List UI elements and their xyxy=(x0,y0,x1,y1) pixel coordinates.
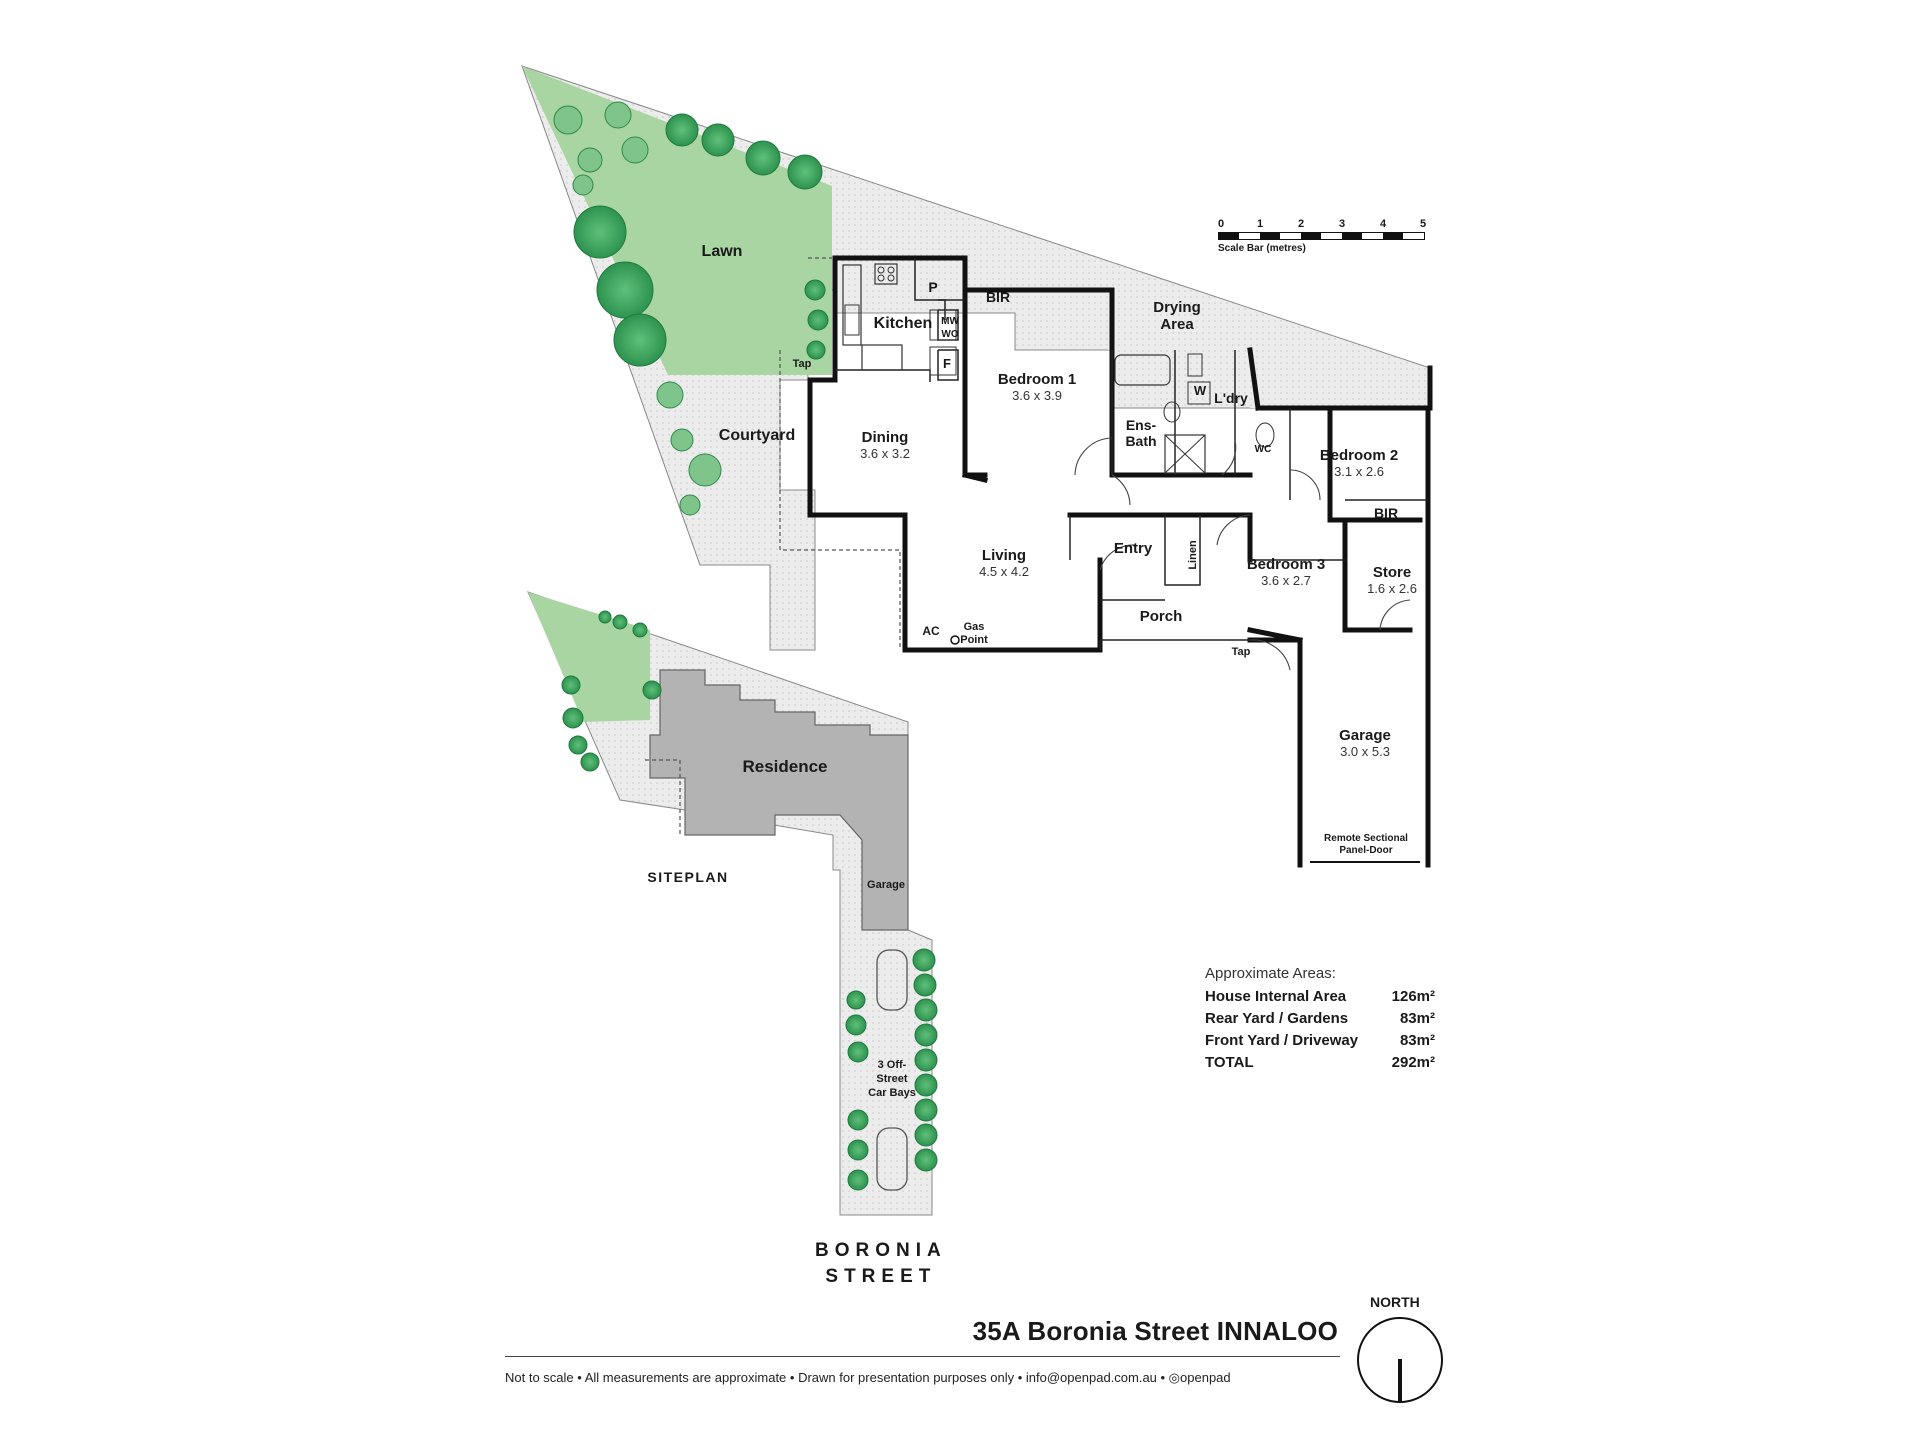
car-bays-label-2: Street xyxy=(876,1073,908,1085)
areas-row: TOTAL 292m² xyxy=(1205,1052,1435,1074)
scale-tick-2: 2 xyxy=(1298,218,1305,230)
footer-divider xyxy=(505,1356,1340,1357)
living-label: Living xyxy=(982,547,1026,564)
bir1-label: BIR xyxy=(986,289,1010,305)
courtyard-edge-2 xyxy=(779,350,901,650)
garage-door-label-1: Remote Sectional xyxy=(1324,833,1408,844)
scale-tick-4: 4 xyxy=(1380,218,1387,230)
scale-tick-1: 1 xyxy=(1257,218,1264,230)
lawn-label: Lawn xyxy=(702,243,743,260)
areas-row: Front Yard / Driveway 83m² xyxy=(1205,1030,1435,1052)
porch-label: Porch xyxy=(1140,608,1183,625)
area-value: 83m² xyxy=(1399,1010,1435,1027)
ac-label: AC xyxy=(922,624,940,638)
kitchen-label: Kitchen xyxy=(874,315,933,332)
linen-label: Linen xyxy=(1187,540,1199,570)
bedroom1-size: 3.6 x 3.9 xyxy=(1012,388,1062,403)
north-label: NORTH xyxy=(1370,1294,1420,1310)
fridge-label: F xyxy=(943,356,951,371)
areas-table: Approximate Areas: House Internal Area 12… xyxy=(1205,965,1435,1074)
store-size: 1.6 x 2.6 xyxy=(1367,581,1417,596)
laundry-label: L'dry xyxy=(1214,390,1248,406)
areas-heading: Approximate Areas: xyxy=(1205,965,1336,982)
bedroom2-size: 3.1 x 2.6 xyxy=(1334,464,1384,479)
street-name-line2: STREET xyxy=(825,1266,937,1287)
scale-ticks: 0 1 2 3 4 5 xyxy=(1218,218,1428,231)
tap-rear-label: Tap xyxy=(793,358,812,370)
interior-walls xyxy=(835,258,1428,650)
area-value: 292m² xyxy=(1391,1054,1435,1071)
entry-label: Entry xyxy=(1114,540,1153,557)
scale-tick-0: 0 xyxy=(1218,218,1225,230)
ensbath-label-1: Ens- xyxy=(1126,417,1157,433)
drying-area-paving xyxy=(1108,340,1430,408)
pantry-label: P xyxy=(928,279,937,295)
scale-tick-5: 5 xyxy=(1420,218,1427,230)
areas-row: House Internal Area 126m² xyxy=(1205,986,1435,1008)
lawn-area xyxy=(522,66,832,375)
garage-door-label-2: Panel-Door xyxy=(1339,845,1392,856)
wc-label: WC xyxy=(1255,444,1272,455)
scale-bar-graphic xyxy=(1218,232,1425,240)
scale-bar: 0 1 2 3 4 5 Scale Bar (metres) xyxy=(1218,218,1428,254)
gas-label-2: Point xyxy=(960,634,988,646)
kitchen-fixtures xyxy=(842,263,957,376)
dining-label: Dining xyxy=(862,429,909,446)
drying-label-1: Drying xyxy=(1153,299,1201,316)
residence-block xyxy=(649,669,909,931)
area-label: Rear Yard / Gardens xyxy=(1205,1010,1349,1027)
areas-row: Rear Yard / Gardens 83m² xyxy=(1205,1008,1435,1030)
door-swings xyxy=(1074,437,1411,671)
bedroom3-size: 3.6 x 2.7 xyxy=(1261,573,1311,588)
ensbath-label-2: Bath xyxy=(1125,433,1156,449)
bedroom1-label: Bedroom 1 xyxy=(998,371,1076,388)
gas-label-1: Gas xyxy=(964,621,985,633)
bedroom2-label: Bedroom 2 xyxy=(1320,447,1398,464)
garage-size: 3.0 x 5.3 xyxy=(1340,744,1390,759)
house-walls xyxy=(807,255,1433,868)
area-label: Front Yard / Driveway xyxy=(1205,1032,1359,1049)
bedroom3-label: Bedroom 3 xyxy=(1247,556,1325,573)
car-bays-label-1: 3 Off- xyxy=(878,1059,907,1071)
siteplan-garage-label: Garage xyxy=(867,879,905,891)
garage-label: Garage xyxy=(1339,727,1391,744)
gas-point-icon xyxy=(950,635,960,645)
siteplan-label: SITEPLAN xyxy=(647,869,728,885)
area-label: House Internal Area xyxy=(1205,988,1347,1005)
store-label: Store xyxy=(1373,564,1411,581)
rear-trees xyxy=(573,113,829,367)
street-name: BORONIA STREET xyxy=(815,1238,947,1290)
area-value: 126m² xyxy=(1391,988,1435,1005)
street-name-line1: BORONIA xyxy=(815,1240,947,1261)
bathroom-fixtures xyxy=(1114,353,1275,474)
area-label: TOTAL xyxy=(1205,1054,1254,1071)
bir2-label: BIR xyxy=(1374,505,1398,521)
washer-label: W xyxy=(1194,383,1207,398)
wo-label: WO xyxy=(941,329,958,340)
area-value: 83m² xyxy=(1399,1032,1435,1049)
drying-label-2: Area xyxy=(1160,316,1194,333)
living-size: 4.5 x 4.2 xyxy=(979,564,1029,579)
residence-label: Residence xyxy=(742,757,827,776)
mw-label: MW xyxy=(941,316,959,327)
scale-tick-3: 3 xyxy=(1339,218,1346,230)
site-plan xyxy=(527,591,938,1216)
car-bays-label-3: Car Bays xyxy=(868,1087,916,1099)
dining-size: 3.6 x 3.2 xyxy=(860,446,910,461)
tap-front-label: Tap xyxy=(1232,646,1251,658)
footer-notes: Not to scale • All measurements are appr… xyxy=(505,1370,1231,1385)
scale-caption: Scale Bar (metres) xyxy=(1218,243,1306,254)
north-arrow-icon xyxy=(1357,1317,1443,1403)
courtyard-label: Courtyard xyxy=(719,427,795,444)
north-arrow-tick xyxy=(1398,1359,1402,1401)
property-address: 35A Boronia Street INNALOO xyxy=(972,1316,1338,1346)
rear-palms xyxy=(553,101,722,516)
